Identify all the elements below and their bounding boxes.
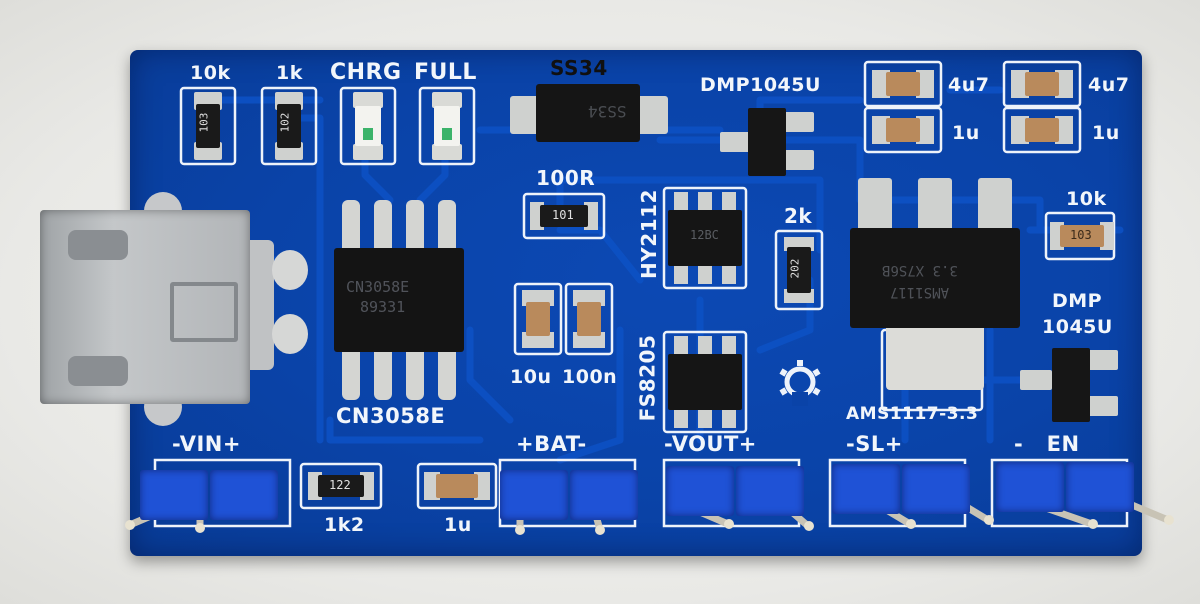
resistor-2k: 202 <box>784 237 814 303</box>
label-vin: -VIN+ <box>172 432 241 456</box>
pad-mosfet-right-3 <box>1088 396 1118 416</box>
label-10k-top: 10k <box>190 62 231 84</box>
label-cn3058e: CN3058E <box>336 404 446 428</box>
resistor-10k-top: 103 <box>196 104 220 148</box>
ic-fs8205 <box>668 336 742 428</box>
label-1u-a: 1u <box>952 122 980 144</box>
header-bat[interactable] <box>500 470 640 520</box>
label-100n: 100n <box>562 366 618 388</box>
pad-led-full-a <box>432 92 462 108</box>
label-dmp-right-2: 1045U <box>1042 316 1113 338</box>
oshw-logo-icon <box>779 360 821 398</box>
label-1k: 1k <box>276 62 303 84</box>
mosfet-dmp1045u-right <box>1052 348 1090 422</box>
label-100r: 100R <box>536 166 596 190</box>
usb-c-connector <box>40 192 308 426</box>
ic-hy2112: 12BC <box>668 192 742 284</box>
resistor-1k: 102 <box>277 104 301 148</box>
led-full <box>434 106 460 146</box>
label-dmp-right-1: DMP <box>1052 290 1103 312</box>
resistor-100r: 101 <box>530 202 598 230</box>
mosfet-dmp1045u-top <box>748 108 786 176</box>
label-bat: +BAT- <box>516 432 587 456</box>
diode-ss34: SS34 <box>536 84 640 142</box>
label-ams1117: AMS1117-3.3 <box>846 404 979 424</box>
label-1k2: 1k2 <box>324 514 365 536</box>
cap-10u <box>522 290 554 348</box>
cap-4u7-b <box>1011 70 1073 98</box>
label-ss34: SS34 <box>550 56 608 80</box>
label-en: - EN <box>1014 432 1080 456</box>
ic-ams1117: 3.3 X7S6B AMS1117 <box>850 178 1020 400</box>
pad-diode-right <box>636 96 668 134</box>
pad-mosfet-top-1 <box>720 132 750 152</box>
pad-mosfet-top-3 <box>784 150 814 170</box>
ic-cn3058e: CN3058E 89331 <box>334 200 464 400</box>
label-4u7-a: 4u7 <box>948 74 990 96</box>
label-4u7-b: 4u7 <box>1088 74 1130 96</box>
label-10u: 10u <box>510 366 552 388</box>
header-en[interactable] <box>996 462 1136 512</box>
label-fs8205: FS8205 <box>635 334 660 422</box>
header-vout[interactable] <box>666 466 806 516</box>
label-1u-bottom: 1u <box>444 514 472 536</box>
led-chrg <box>355 106 381 146</box>
label-dmp1045u-top: DMP1045U <box>700 74 821 96</box>
pad-mosfet-right-1 <box>1020 370 1052 390</box>
pad-mosfet-right-2 <box>1088 350 1118 370</box>
label-full: FULL <box>414 60 477 85</box>
label-sl: -SL+ <box>846 432 903 456</box>
cap-1u-a <box>872 116 934 144</box>
label-2k: 2k <box>784 204 813 228</box>
pad-mosfet-top-2 <box>784 112 814 132</box>
cap-1u-bottom <box>424 472 490 500</box>
label-vout: -VOUT+ <box>664 432 757 456</box>
label-chrg: CHRG <box>330 60 402 85</box>
header-vin[interactable] <box>140 470 280 520</box>
label-1u-b: 1u <box>1092 122 1120 144</box>
pad-led-chrg-b <box>353 144 383 160</box>
cap-1u-b <box>1011 116 1073 144</box>
cap-4u7-a <box>872 70 934 98</box>
label-hy2112: HY2112 <box>636 189 661 279</box>
resistor-1k2: 122 <box>308 472 374 500</box>
cap-100n <box>573 290 605 348</box>
resistor-10k-right: 103 <box>1050 222 1114 250</box>
header-sl[interactable] <box>832 464 972 514</box>
pad-led-chrg-a <box>353 92 383 108</box>
label-10k-right: 10k <box>1066 188 1107 210</box>
pad-led-full-b <box>432 144 462 160</box>
